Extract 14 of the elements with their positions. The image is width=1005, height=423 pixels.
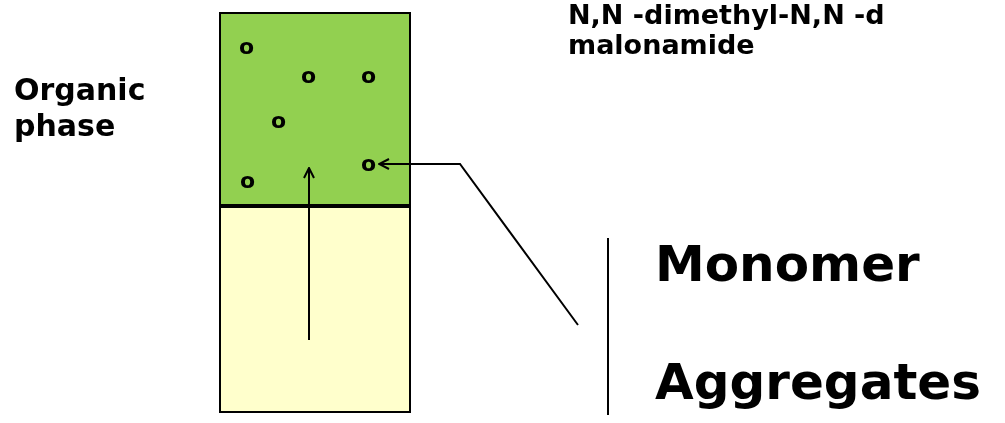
molecule-mark: o <box>239 36 255 58</box>
state-label: Aggregates <box>655 352 981 412</box>
molecule-mark: o <box>240 170 256 192</box>
molecule-mark: o <box>361 65 377 87</box>
compound-name: N,N -dimethyl-N,N -d malonamide <box>568 0 886 60</box>
molecule-mark: o <box>301 65 317 87</box>
molecule-mark: o <box>271 110 287 132</box>
arrow <box>303 167 315 341</box>
phase-box <box>219 12 411 206</box>
leader-arrow <box>378 158 579 326</box>
molecule-mark: o <box>361 153 377 175</box>
state-label: Monomer <box>655 234 920 294</box>
phase-label: Organic phase <box>14 72 147 144</box>
phase-box <box>219 206 411 413</box>
